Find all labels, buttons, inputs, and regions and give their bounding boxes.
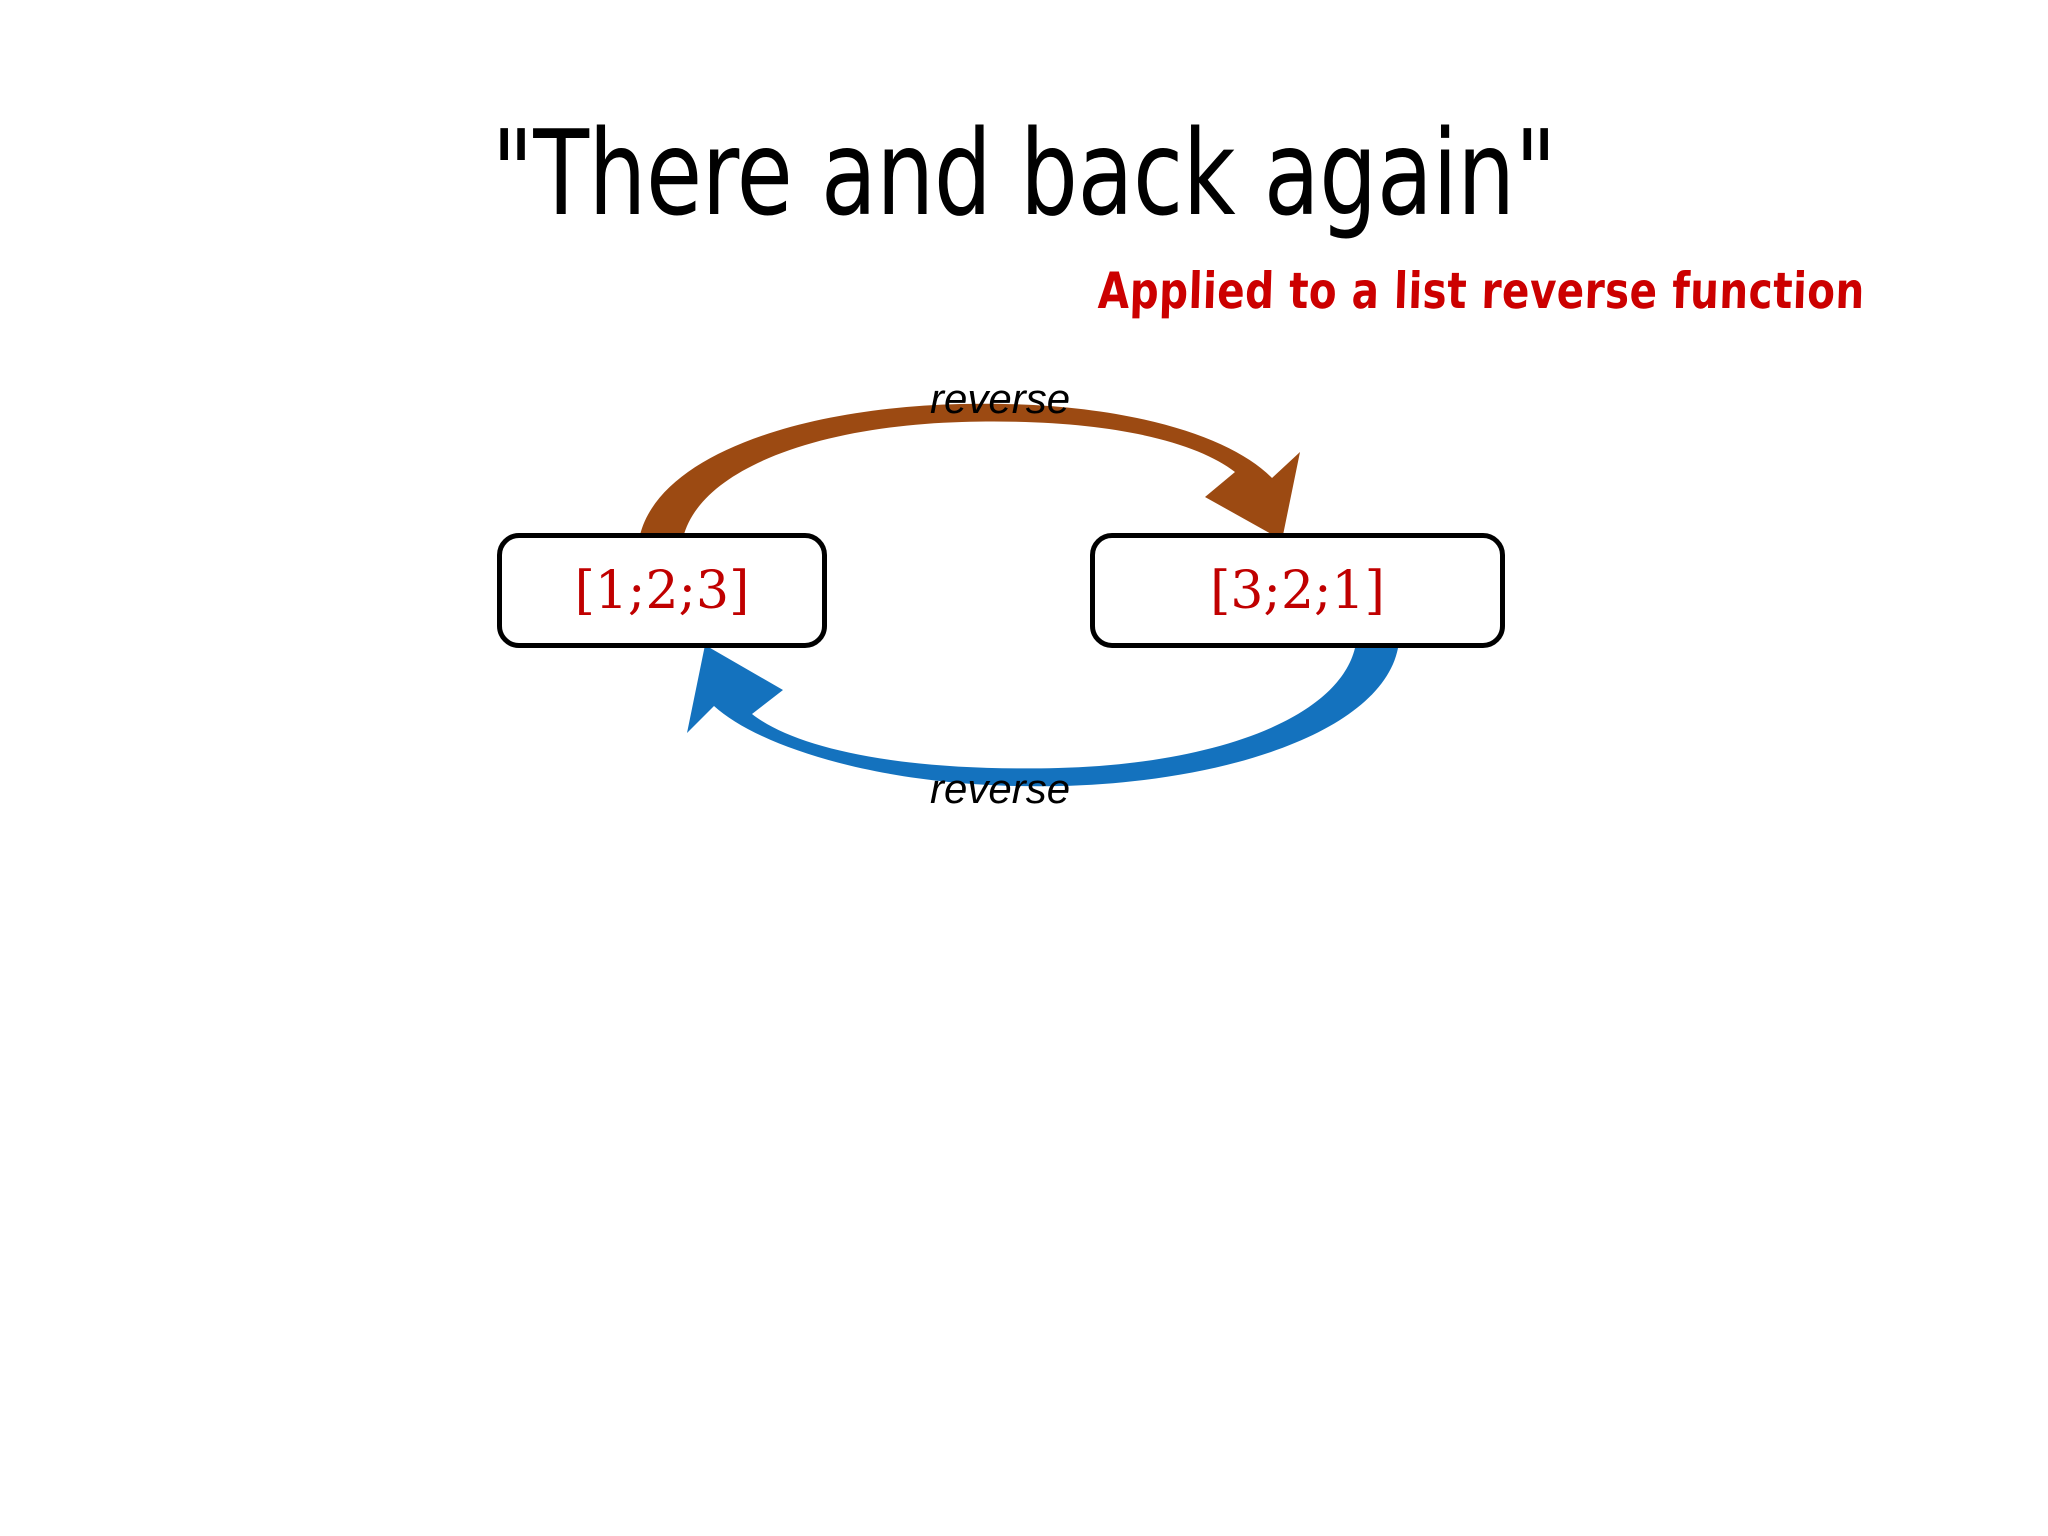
edge-label-forward: reverse (930, 375, 1071, 422)
node-label-left: [1;2;3] (574, 560, 750, 621)
edge-label-backward: reverse (930, 765, 1071, 812)
node-box-right[interactable]: [3;2;1] (1090, 533, 1505, 648)
node-box-left[interactable]: [1;2;3] (497, 533, 827, 648)
forward-arrow (640, 403, 1300, 540)
node-label-right: [3;2;1] (1210, 560, 1385, 621)
page-subtitle: Applied to a list reverse function (1097, 262, 1866, 320)
page-title: "There and back again" (491, 104, 1557, 242)
